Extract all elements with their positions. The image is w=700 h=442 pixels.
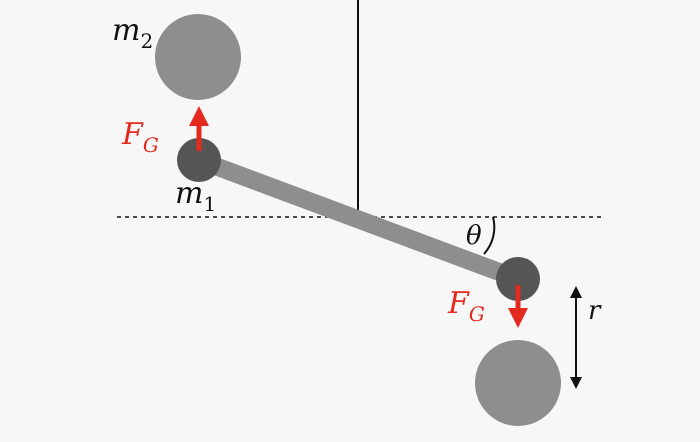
label-r: r — [588, 296, 602, 326]
large-sphere-m2-top — [155, 14, 241, 100]
label-m2-sub: 2 — [140, 29, 153, 53]
label-force-top: FG — [121, 117, 159, 157]
label-force-bottom: FG — [447, 286, 485, 326]
label-force-top-sub: G — [143, 133, 159, 157]
small-sphere-m1-left — [177, 138, 221, 182]
label-m2: m2 — [112, 13, 153, 53]
label-force-bottom-main: F — [447, 286, 470, 321]
small-sphere-right — [496, 257, 540, 301]
label-m1-sub: 1 — [203, 192, 216, 216]
label-theta: θ — [466, 221, 482, 251]
angle-arc — [483, 216, 496, 255]
balance-rod — [195, 151, 522, 288]
label-m2-main: m — [112, 13, 140, 48]
label-m1-main: m — [175, 176, 203, 211]
label-force-bottom-sub: G — [469, 302, 485, 326]
label-m1: m1 — [175, 176, 216, 216]
label-force-top-main: F — [121, 117, 144, 152]
large-sphere-bottom — [475, 340, 561, 426]
